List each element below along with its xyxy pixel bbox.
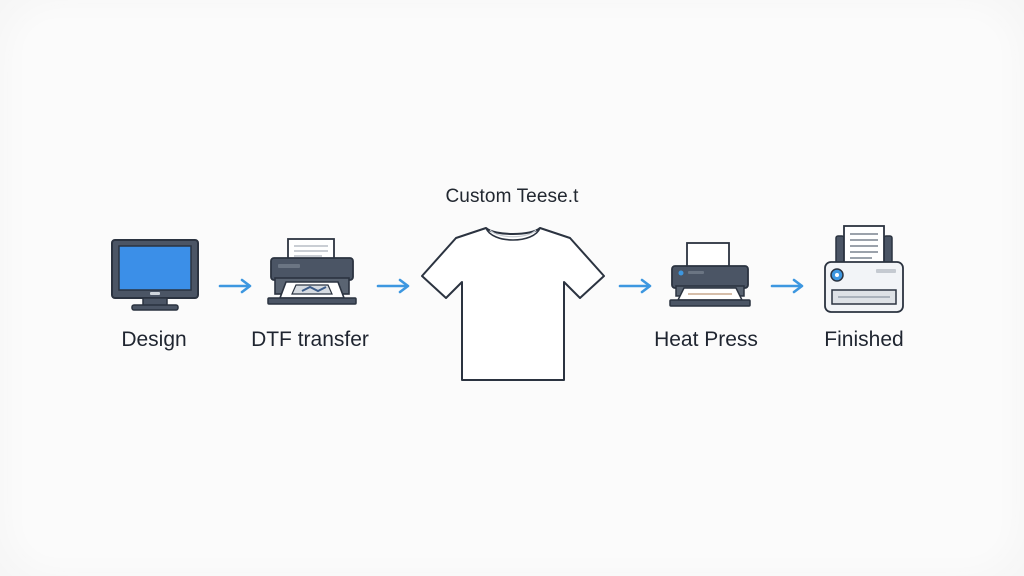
step-label-design: Design [121, 328, 187, 351]
monitor-icon [111, 239, 199, 311]
step-label-dtf-transfer: DTF transfer [251, 328, 369, 351]
arrow-icon [770, 278, 804, 294]
arrow-icon [218, 278, 252, 294]
printer-icon [267, 238, 357, 305]
diagram-title: Custom Teese.t [445, 186, 579, 207]
tshirt-icon [421, 227, 605, 381]
heat-press-icon [669, 242, 751, 307]
arrow-icon [376, 278, 410, 294]
finished-printer-icon [824, 225, 904, 313]
arrow-icon [618, 278, 652, 294]
step-label-heat-press: Heat Press [654, 328, 758, 351]
step-label-finished: Finished [824, 328, 904, 351]
